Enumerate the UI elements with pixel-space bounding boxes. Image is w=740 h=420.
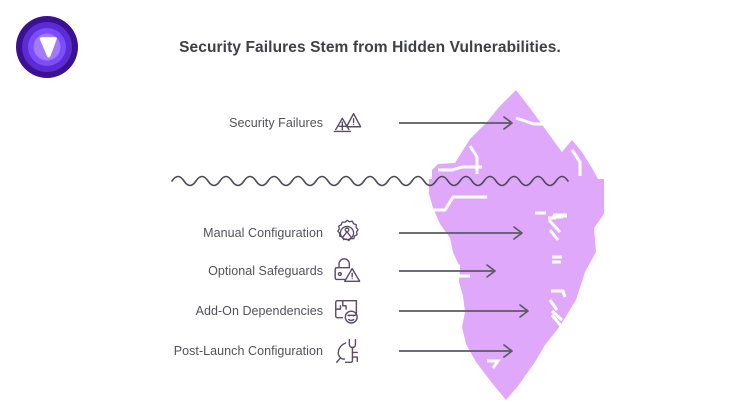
iceberg-above-water: [432, 90, 598, 179]
hand-wrench-icon: [335, 339, 359, 364]
chart-warning-icon: [333, 112, 362, 133]
plugin-face-icon: [335, 299, 358, 324]
iceberg-below-water: [429, 179, 604, 400]
gear-person-icon: [337, 219, 359, 242]
item-label-optional-safeguards: Optional Safeguards: [208, 264, 323, 278]
item-label-add-on-dependencies: Add-On Dependencies: [195, 304, 323, 318]
item-add-on-dependencies[interactable]: Add-On Dependencies: [196, 296, 362, 326]
item-manual-configuration[interactable]: Manual Configuration: [203, 218, 362, 248]
lock-warning-icon: [334, 258, 361, 283]
arrow-manual-configuration: [399, 226, 523, 240]
waterline-icon: [171, 175, 569, 187]
arrow-add-on-dependencies: [399, 304, 529, 318]
item-security-failures[interactable]: Security Failures: [229, 108, 362, 138]
item-label-post-launch-configuration: Post-Launch Configuration: [173, 344, 323, 358]
item-post-launch-configuration[interactable]: Post-Launch Configuration: [174, 336, 362, 366]
arrow-security-failures: [399, 116, 513, 130]
arrow-optional-safeguards: [399, 264, 496, 278]
arrow-post-launch-configuration: [399, 344, 513, 358]
item-optional-safeguards[interactable]: Optional Safeguards: [208, 256, 362, 286]
page-title: Security Failures Stem from Hidden Vulne…: [179, 39, 561, 56]
item-label-security-failures: Security Failures: [229, 116, 323, 130]
brand-logo-icon: [16, 16, 78, 78]
item-label-manual-configuration: Manual Configuration: [203, 226, 323, 240]
connector-arrows: [399, 116, 529, 358]
